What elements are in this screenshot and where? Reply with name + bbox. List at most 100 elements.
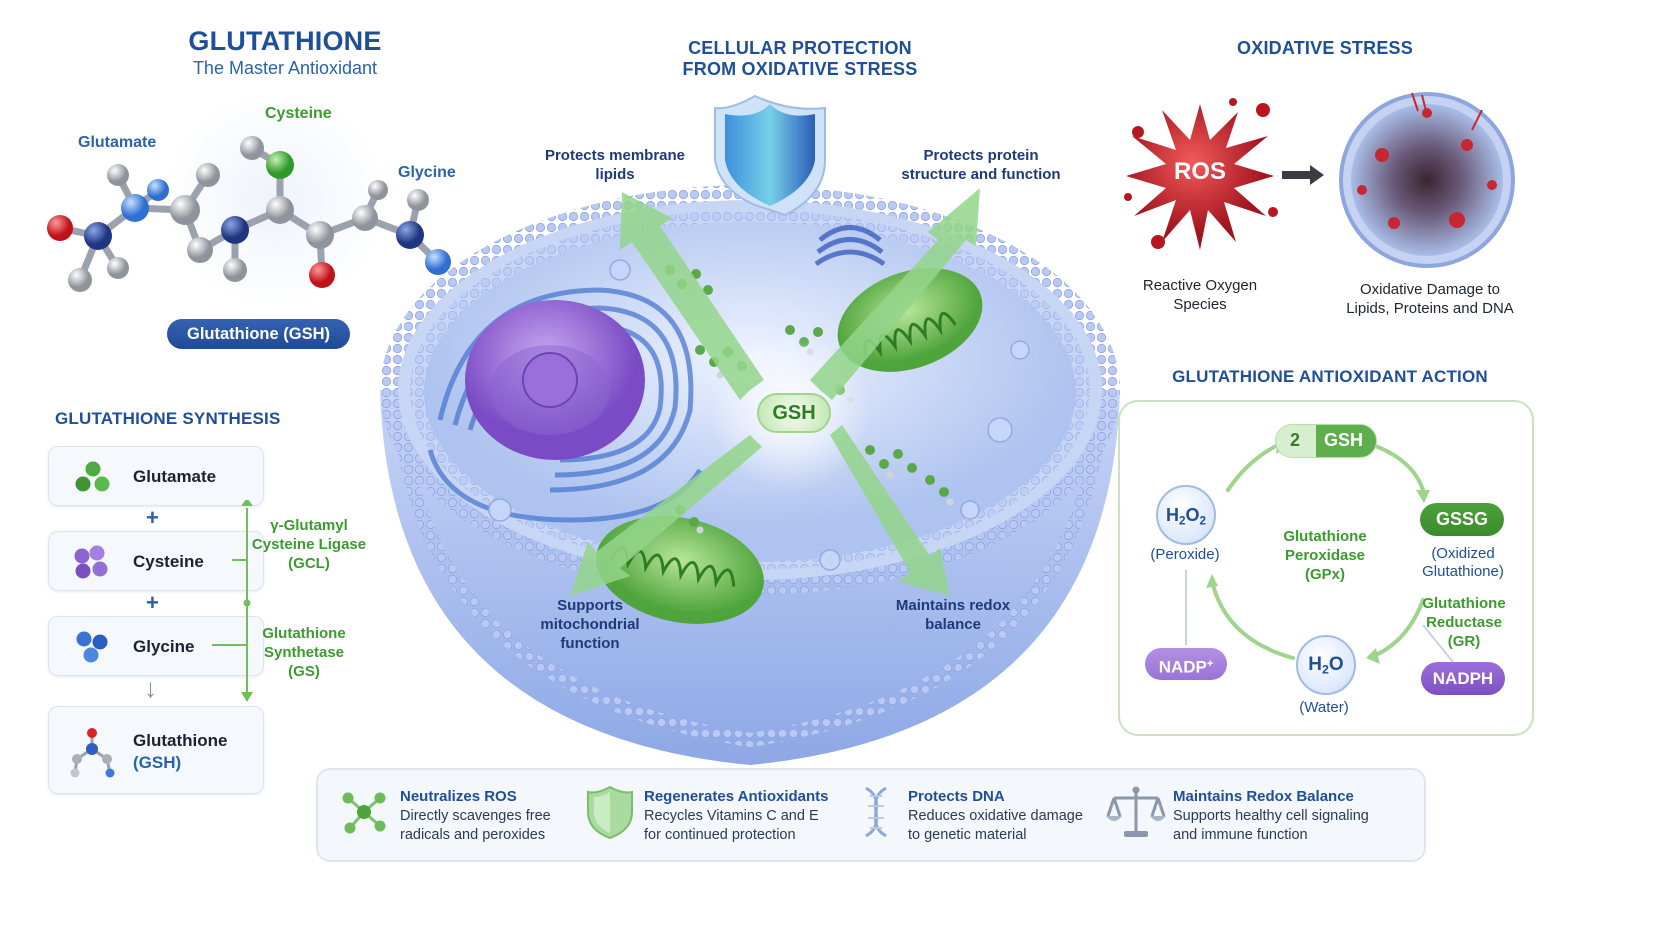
damage-label: Oxidative Damage to Lipids, Proteins and… [1335,280,1525,318]
label-line: lipids [595,166,635,183]
synthesis-product-abbr: (GSH) [133,753,182,772]
damage-label-line: Lipids, Proteins and DNA [1346,300,1514,317]
synthesis-step-glutamate: Glutamate [48,446,264,506]
ros-label-line: Species [1173,296,1227,313]
ros-label: Reactive Oxygen Species [1130,276,1270,314]
main-subtitle: The Master Antioxidant [192,58,378,78]
plus-sign: + [146,505,159,530]
balance-scale-icon [1106,786,1166,837]
gpx-enzyme: Glutathione Peroxidase (GPx) [1270,527,1380,584]
synthesis-product-gsh: Glutathione (GSH) [48,706,264,794]
gsh-molecule-icon [70,728,115,778]
synthesis-step-label: Glutamate [133,467,217,486]
benefit-title: Protects DNA [908,788,1005,805]
label-protects-protein: Protects protein structure and function [896,146,1066,184]
enzyme-text: (GS) [288,663,320,680]
label-line: structure and function [901,166,1061,183]
label-line: mitochondrial [540,616,640,633]
synthesis-step-cysteine: Cysteine [48,531,264,591]
nadph-pill: NADPH [1421,662,1505,695]
benefit-desc-line: radicals and peroxides [400,827,546,843]
cell-center-gsh: GSH [757,393,831,433]
arrow-right-icon [1282,165,1324,185]
benefits-bar [316,768,1426,862]
cell-illustration [380,94,1120,765]
glycine-dots-icon [76,631,108,663]
nadp-pill: NADP+ [1145,648,1227,680]
h2o2-circle: H2O2 [1156,485,1216,545]
gpx-line: Peroxidase [1284,547,1366,564]
enzyme-text: Cysteine Ligase [251,536,367,553]
label-line: Maintains redox [895,597,1011,614]
h2o2-label: (Peroxide) [1150,546,1220,563]
gr-line: Reductase [1426,614,1502,631]
h2o-label: (Water) [1299,699,1349,716]
benefit-desc-line: Directly scavenges free [400,808,551,824]
molecule-label-cysteine: Cysteine [265,105,332,122]
dna-icon [865,786,887,838]
cysteine-dots-icon [74,545,108,579]
gsh-label: GSH [1324,430,1364,450]
label-line: function [560,635,620,652]
gr-enzyme: Glutathione Reductase (GR) [1412,594,1516,651]
down-arrow-icon: ↓ [144,673,157,703]
action-title: GLUTATHIONE ANTIOXIDANT ACTION [1172,367,1488,386]
enzyme-text: Glutathione [262,625,346,642]
gpx-line: Glutathione [1283,528,1367,545]
benefit-title: Regenerates Antioxidants [644,788,829,805]
synthesis-step-label: Cysteine [133,552,204,571]
benefit-desc-line: for continued protection [644,827,796,843]
ros-text: ROS [1173,158,1226,185]
cell-title-line: CELLULAR PROTECTION [688,38,912,58]
cell-title: CELLULAR PROTECTION FROM OXIDATIVE STRES… [640,38,960,80]
ros-starburst-icon [1124,98,1278,250]
nadp-text: NADP [1158,657,1207,677]
gssg-label-line: Glutathione) [1422,563,1504,580]
molecule-label-glycine: Glycine [398,164,456,181]
enzyme-gs: Glutathione Synthetase (GS) [250,624,358,681]
benefit-title: Maintains Redox Balance [1173,788,1354,805]
benefit-desc-line: Recycles Vitamins C and E [644,808,819,824]
molecule-icon [342,792,386,834]
enzyme-text: (GCL) [288,555,330,572]
gssg-label: (Oxidized Glutathione) [1410,545,1516,581]
gr-line: (GR) [1447,633,1481,650]
gsh-count: 2 [1290,430,1301,450]
glutathione-molecule [47,90,451,310]
h2o-circle: H2O [1296,635,1356,695]
gssg-pill: GSSG [1420,503,1504,536]
gssg-label-line: (Oxidized [1431,545,1495,562]
plus-sign: + [146,590,159,615]
enzyme-gcl: γ-Glutamyl Cysteine Ligase (GCL) [250,516,368,573]
benefit-title: Neutralizes ROS [400,788,517,805]
benefit-desc-line: Reduces oxidative damage [908,808,1083,824]
benefit-desc-line: Supports healthy cell signaling [1173,808,1369,824]
oxidative-title: OXIDATIVE STRESS [1237,38,1413,58]
gsh-pill: 2 GSH [1275,424,1377,458]
label-supports-mito: Supports mitochondrial function [530,596,650,653]
gpx-line: (GPx) [1304,566,1345,583]
benefit-desc: Reduces oxidative damage to genetic mate… [908,807,1083,845]
label-line: Protects protein [923,147,1039,164]
synthesis-product-label: Glutathione [133,731,228,750]
enzyme-text: Synthetase [263,644,345,661]
damaged-cell-icon [1339,92,1515,268]
glutamate-dots-icon [75,461,110,492]
benefit-desc: Recycles Vitamins C and E for continued … [644,807,819,845]
cell-title-line: FROM OXIDATIVE STRESS [682,59,918,79]
gr-line: Glutathione [1422,595,1506,612]
label-protects-membrane: Protects membrane lipids [540,146,690,184]
molecule-label-glutamate: Glutamate [78,134,157,151]
shield-icon [587,785,633,840]
damage-label-line: Oxidative Damage to [1359,281,1501,298]
label-maintains-redox: Maintains redox balance [888,596,1018,634]
label-line: Supports [557,597,623,614]
main-title: GLUTATHIONE [188,26,382,56]
molecule-badge: Glutathione (GSH) [167,319,350,349]
ros-label-line: Reactive Oxygen [1142,277,1258,294]
benefit-desc: Supports healthy cell signaling and immu… [1173,807,1369,845]
synthesis-title: GLUTATHIONE SYNTHESIS [55,409,281,428]
benefit-desc-line: to genetic material [908,827,1027,843]
label-line: Protects membrane [544,147,686,164]
